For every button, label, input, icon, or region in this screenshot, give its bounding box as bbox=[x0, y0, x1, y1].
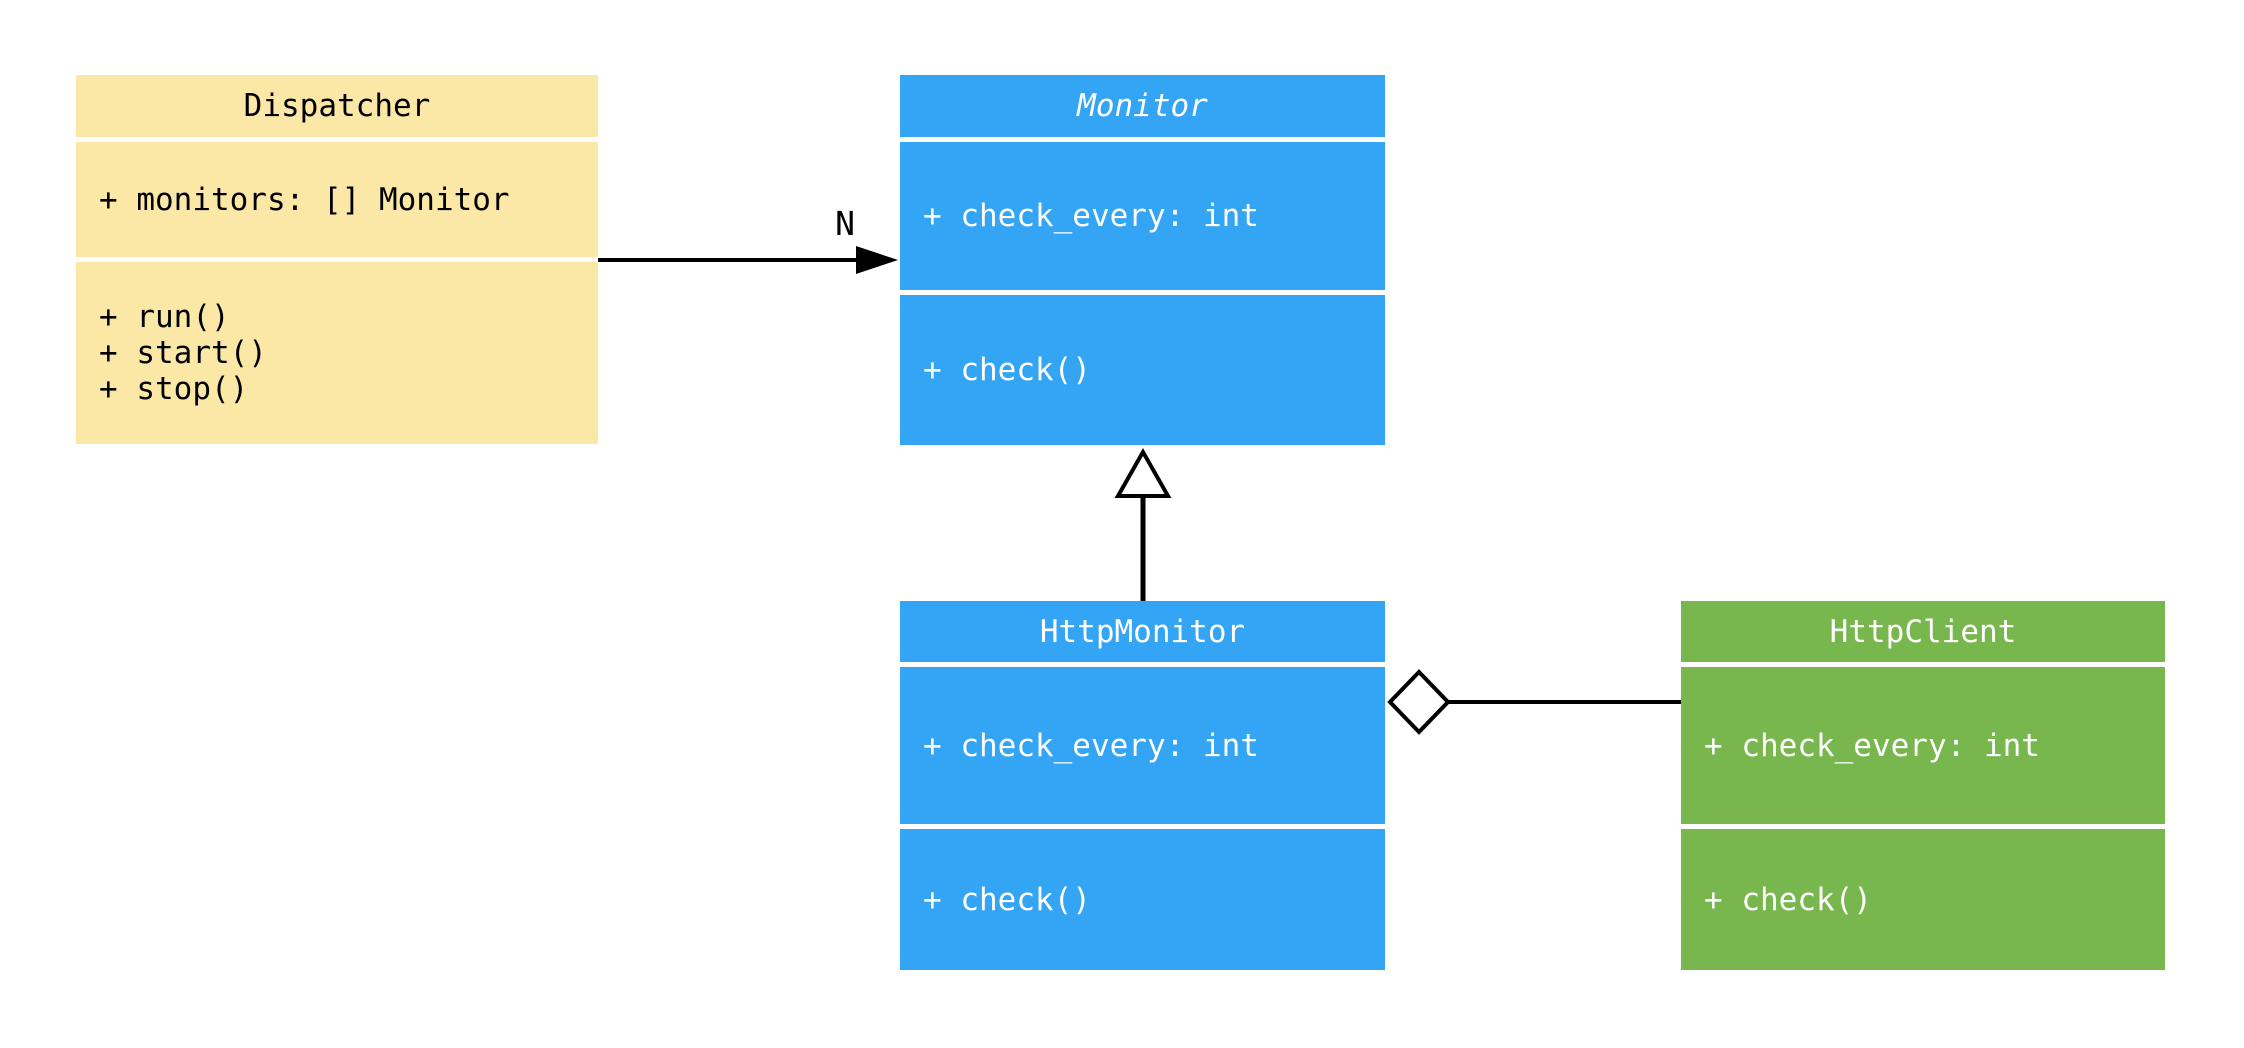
class-title: HttpClient bbox=[1681, 601, 2165, 662]
class-box-http-monitor: HttpMonitor + check_every: int + check() bbox=[900, 601, 1385, 970]
generalization-triangle-icon bbox=[1114, 447, 1172, 498]
class-box-monitor: Monitor + check_every: int + check() bbox=[900, 75, 1385, 445]
association-multiplicity-label: N bbox=[835, 204, 855, 243]
class-methods-section: + check() bbox=[900, 829, 1385, 970]
method: + check() bbox=[1704, 881, 1872, 918]
class-methods-section: + check() bbox=[900, 295, 1385, 445]
class-box-http-client: HttpClient + check_every: int + check() bbox=[1681, 601, 2165, 970]
class-attributes-section: + monitors: [] Monitor bbox=[76, 142, 598, 257]
attribute: + check_every: int bbox=[1704, 727, 2040, 764]
class-title: HttpMonitor bbox=[900, 601, 1385, 662]
attribute: + monitors: [] Monitor bbox=[99, 181, 510, 218]
method: + run() bbox=[99, 299, 230, 335]
class-methods-section: + run() + start() + stop() bbox=[76, 262, 598, 444]
class-methods-section: + check() bbox=[1681, 829, 2165, 970]
class-box-dispatcher: Dispatcher + monitors: [] Monitor + run(… bbox=[76, 75, 598, 444]
association-arrowhead-icon bbox=[856, 246, 898, 274]
method: + check() bbox=[923, 881, 1091, 918]
aggregation-diamond-icon bbox=[1387, 669, 1451, 735]
class-attributes-section: + check_every: int bbox=[1681, 667, 2165, 824]
class-title: Dispatcher bbox=[76, 75, 598, 137]
method: + start() bbox=[99, 335, 267, 371]
class-title: Monitor bbox=[900, 75, 1385, 137]
method: + check() bbox=[923, 352, 1091, 388]
attribute: + check_every: int bbox=[923, 727, 1259, 764]
class-attributes-section: + check_every: int bbox=[900, 142, 1385, 290]
method: + stop() bbox=[99, 371, 249, 407]
class-attributes-section: + check_every: int bbox=[900, 667, 1385, 824]
attribute: + check_every: int bbox=[923, 198, 1259, 234]
